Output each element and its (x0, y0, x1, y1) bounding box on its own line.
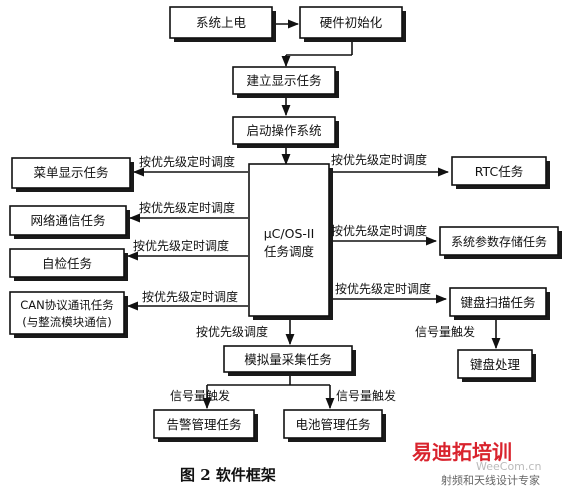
can-comm-label-2: (与整流模块通信) (22, 315, 111, 329)
node-key-scan: 键盘扫描任务 (449, 287, 550, 320)
label-priority-timed-param: 按优先级定时调度 (331, 223, 427, 238)
label-signal-keyprocess: 信号量触发 (415, 324, 475, 339)
start-os-label: 启动操作系统 (246, 123, 321, 138)
node-hw-init: 硬件初始化 (299, 6, 406, 42)
scheduler-label-2: 任务调度 (264, 244, 315, 259)
node-alarm-mgmt: 告警管理任务 (153, 409, 258, 442)
battery-mgmt-label: 电池管理任务 (295, 417, 370, 432)
can-comm-label-1: CAN协议通讯任务 (20, 298, 114, 312)
power-on-label: 系统上电 (196, 15, 247, 30)
node-can-comm: CAN协议通讯任务 (与整流模块通信) (9, 291, 128, 338)
node-rtc: RTC任务 (451, 156, 550, 189)
label-signal-battery: 信号量触发 (336, 388, 396, 403)
watermark-brand: 易迪拓培训 (412, 440, 512, 464)
label-signal-alarm: 信号量触发 (170, 388, 230, 403)
key-process-label: 键盘处理 (470, 357, 521, 372)
label-priority-timed-menu: 按优先级定时调度 (139, 154, 235, 169)
analog-acq-label: 模拟量采集任务 (244, 352, 332, 367)
alarm-mgmt-label: 告警管理任务 (166, 417, 241, 432)
connectors (126, 19, 501, 410)
node-create-display: 建立显示任务 (232, 66, 339, 98)
watermark-subtitle: 射频和天线设计专家 (441, 473, 540, 487)
label-priority-timed-rtc: 按优先级定时调度 (331, 152, 427, 167)
hw-init-label: 硬件初始化 (320, 15, 383, 30)
watermark-site: WeeCom.cn (476, 460, 541, 473)
node-key-process: 键盘处理 (457, 349, 536, 382)
label-priority-timed-keyscan: 按优先级定时调度 (335, 281, 431, 296)
node-scheduler: μC/OS-II 任务调度 (248, 163, 333, 320)
node-analog-acq: 模拟量采集任务 (223, 345, 356, 376)
node-battery-mgmt: 电池管理任务 (283, 409, 386, 442)
node-param-store: 系统参数存储任务 (439, 226, 562, 259)
rtc-label: RTC任务 (475, 164, 523, 179)
param-store-label: 系统参数存储任务 (451, 234, 547, 249)
network-comm-label: 网络通信任务 (30, 213, 105, 228)
label-priority-timed-network: 按优先级定时调度 (139, 200, 235, 215)
node-start-os: 启动操作系统 (232, 116, 339, 148)
scheduler-label-1: μC/OS-II (264, 226, 315, 241)
figure-caption: 图 2 软件框架 (180, 466, 276, 484)
self-check-label: 自检任务 (42, 256, 92, 271)
label-priority-timed-selfcheck: 按优先级定时调度 (133, 238, 229, 253)
watermark-logo: 易迪拓培训 WeeCom.cn 射频和天线设计专家 (412, 440, 541, 487)
key-scan-label: 键盘扫描任务 (460, 295, 535, 310)
node-network-comm: 网络通信任务 (9, 205, 130, 239)
node-self-check: 自检任务 (9, 248, 128, 281)
menu-display-label: 菜单显示任务 (33, 165, 108, 180)
create-display-label: 建立显示任务 (246, 73, 321, 88)
edge-labels: 按优先级定时调度 按优先级定时调度 按优先级定时调度 按优先级定时调度 按优先级… (133, 152, 475, 403)
node-menu-display: 菜单显示任务 (11, 157, 134, 192)
node-power-on: 系统上电 (169, 6, 276, 42)
label-priority-timed-can: 按优先级定时调度 (142, 289, 238, 304)
label-priority-analog: 按优先级调度 (196, 324, 268, 339)
